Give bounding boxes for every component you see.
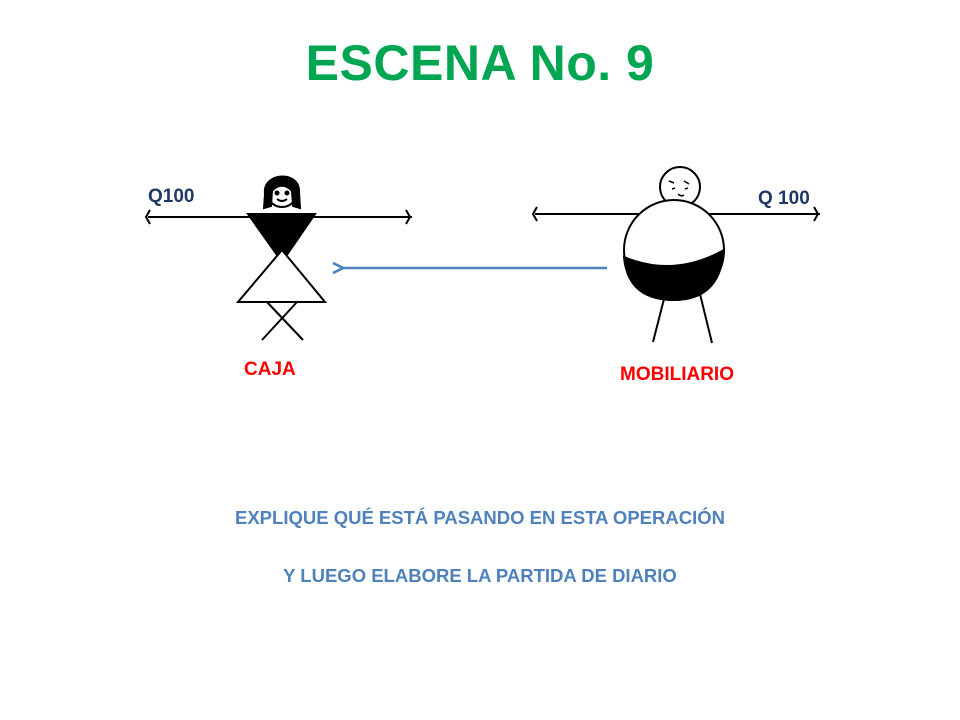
instruction-line-1: EXPLIQUE QUÉ ESTÁ PASANDO EN ESTA OPERAC… [235,507,725,528]
caja-amount: Q100 [148,186,195,207]
mobiliario-amount: Q 100 [758,188,810,209]
instruction-line-2: Y LUEGO ELABORE LA PARTIDA DE DIARIO [283,565,677,586]
caja-label: CAJA [244,359,296,380]
man-stick-figure-icon [531,166,820,344]
slide-title: ESCENA No. 9 [305,35,655,91]
mobiliario-label: MOBILIARIO [620,364,734,385]
woman-stick-figure-icon [144,175,412,341]
